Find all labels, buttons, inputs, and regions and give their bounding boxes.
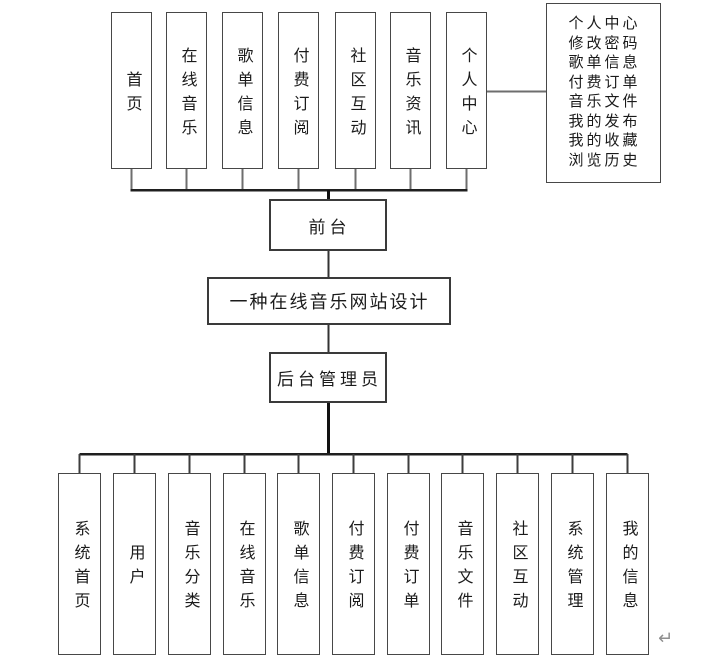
back-module-label: 付费订阅 [345, 520, 363, 616]
back-module-system-management: 系统管理 [551, 473, 594, 655]
front-module-personal-center: 个人中心 [446, 12, 487, 169]
node-backend-admin: 后台管理员 [269, 352, 387, 403]
personal-center-detail-box: 个人中心 修改密码 歌单信息 付费订单 音乐文件 我的发布 我的收藏 浏览历史 [546, 3, 661, 183]
detail-line: 我的收藏 [568, 133, 641, 149]
back-module-label: 音乐分类 [181, 520, 199, 616]
front-module-label: 个人中心 [458, 46, 476, 143]
back-module-label: 系统首页 [71, 520, 89, 616]
front-module-label: 音乐资讯 [402, 46, 420, 143]
node-root-label: 一种在线音乐网站设计 [229, 292, 430, 312]
back-module-online-music: 在线音乐 [223, 473, 266, 655]
back-module-label: 系统管理 [564, 520, 582, 616]
detail-line: 浏览历史 [568, 152, 641, 169]
detail-line: 歌单信息 [568, 55, 641, 71]
back-module-music-category: 音乐分类 [168, 473, 211, 655]
detail-line: 个人中心 [568, 16, 641, 32]
back-module-system-home: 系统首页 [58, 473, 101, 655]
back-module-paid-order: 付费订单 [387, 473, 430, 655]
front-module-music-news: 音乐资讯 [390, 12, 431, 169]
back-module-label: 音乐文件 [454, 520, 472, 616]
front-module-label: 社区互动 [347, 46, 365, 143]
back-module-label: 用户 [126, 544, 144, 592]
back-module-community: 社区互动 [496, 473, 539, 655]
front-module-home: 首页 [111, 12, 152, 169]
front-module-community: 社区互动 [335, 12, 376, 169]
detail-line: 我的发布 [568, 113, 641, 130]
front-module-label: 首页 [123, 70, 141, 119]
node-root-title: 一种在线音乐网站设计 [207, 277, 451, 325]
node-backend-label: 后台管理员 [277, 370, 382, 389]
front-module-label: 歌单信息 [234, 46, 252, 143]
front-module-label: 在线音乐 [178, 46, 196, 143]
front-module-online-music: 在线音乐 [166, 12, 207, 169]
back-module-label: 付费订单 [400, 520, 418, 616]
node-frontend-label: 前台 [308, 217, 351, 237]
back-module-my-info: 我的信息 [606, 473, 649, 655]
back-module-label: 歌单信息 [290, 520, 308, 616]
front-module-playlist-info: 歌单信息 [222, 12, 263, 169]
detail-line: 修改密码 [568, 35, 641, 52]
back-module-label: 我的信息 [619, 520, 637, 616]
front-module-label: 付费订阅 [290, 46, 308, 143]
back-module-users: 用户 [113, 473, 156, 655]
back-module-music-files: 音乐文件 [441, 473, 484, 655]
detail-line: 付费订单 [568, 74, 641, 91]
back-module-label: 社区互动 [509, 520, 527, 616]
node-frontend: 前台 [269, 199, 387, 251]
detail-line: 音乐文件 [568, 94, 641, 110]
back-module-playlist-info: 歌单信息 [277, 473, 320, 655]
paragraph-return-mark-icon: ↵ [658, 628, 674, 649]
back-module-label: 在线音乐 [236, 520, 254, 616]
back-module-paid-subscription: 付费订阅 [332, 473, 375, 655]
front-module-paid-subscription: 付费订阅 [278, 12, 319, 169]
